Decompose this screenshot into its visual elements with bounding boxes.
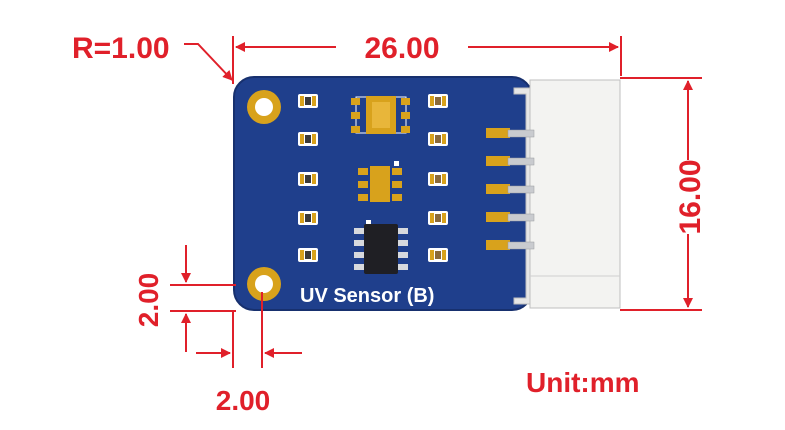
smd-resistor — [298, 211, 318, 225]
corner-radius-label: R=1.00 — [72, 32, 170, 65]
height-dimension-label: 16.00 — [674, 159, 707, 234]
dimension-corner-radius: R=1.00 — [72, 32, 233, 81]
smd-capacitor — [428, 94, 448, 108]
mounting-hole-top — [247, 90, 281, 124]
smd-resistor — [298, 172, 318, 186]
ic-chip-bottom — [354, 220, 408, 274]
dimension-hole-vertical: 2.00 — [133, 245, 236, 352]
hole-vertical-offset-label: 2.00 — [133, 273, 164, 328]
smd-resistor — [298, 94, 318, 108]
connector-housing — [507, 79, 621, 309]
connector-pins — [507, 129, 535, 250]
ic-footprint-top — [351, 96, 410, 134]
smd-resistor — [298, 132, 318, 146]
smd-resistor — [298, 248, 318, 262]
unit-note: Unit:mm — [526, 367, 640, 398]
smd-passives-left — [298, 94, 318, 262]
ic-footprint-middle — [358, 161, 402, 202]
dimension-width: 26.00 — [232, 32, 622, 84]
smd-passives-right — [428, 94, 448, 262]
connector-pads — [486, 128, 510, 250]
smd-capacitor — [428, 248, 448, 262]
smd-capacitor — [428, 211, 448, 225]
width-dimension-label: 26.00 — [364, 32, 439, 65]
dimension-height: 16.00 — [620, 77, 707, 311]
smd-capacitor — [428, 132, 448, 146]
board-label: UV Sensor (B) — [300, 285, 434, 307]
dimension-hole-horizontal: 2.00 — [196, 292, 302, 416]
hole-horizontal-offset-label: 2.00 — [216, 385, 271, 416]
mounting-hole-bottom — [247, 267, 281, 301]
pcb-board: UV Sensor (B) — [233, 76, 533, 311]
smd-capacitor — [428, 172, 448, 186]
